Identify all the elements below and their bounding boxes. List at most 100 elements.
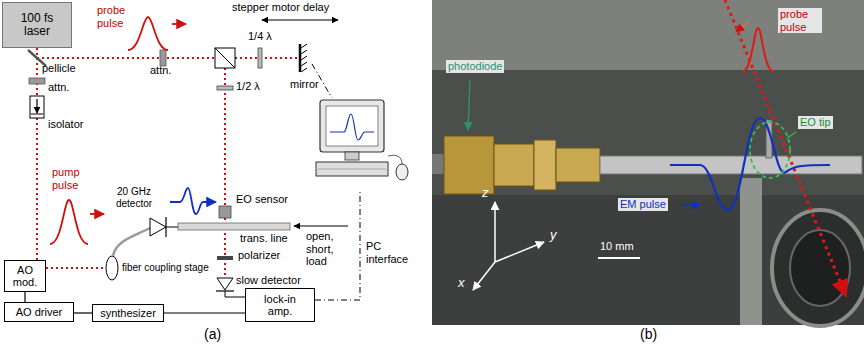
part-label: probe pulse: [97, 4, 137, 29]
part-label: attn.: [150, 64, 171, 77]
fast-detector-symbol: [150, 218, 166, 236]
stepper-arrow: [262, 19, 338, 20]
probe-beam-arrow: [725, 0, 846, 296]
computer-icon: [330, 114, 374, 140]
stepper-arrow: [262, 20, 338, 21]
load-arrow: [294, 225, 348, 226]
fiber-coupling: [106, 256, 118, 280]
part-label: 1/4 λ: [248, 30, 272, 43]
part-label: isolator: [48, 118, 83, 131]
pulse-symbol: [208, 201, 216, 203]
delay-mirror: [301, 68, 307, 72]
signal-wire: [164, 312, 245, 313]
fast-detector-symbol: [166, 227, 178, 228]
computer-icon: [326, 106, 378, 146]
panel-label: (a): [204, 326, 221, 342]
delay-mirror: [299, 44, 302, 72]
polarizer-symbol: [217, 256, 233, 260]
delay-mirror: [301, 44, 307, 48]
em-pulse-wave: [670, 118, 830, 210]
box-text: 100 fs laser: [13, 12, 61, 38]
pulse-symbol: [50, 200, 88, 244]
panel-label: (b): [640, 326, 657, 342]
computer-icon: [388, 155, 402, 164]
photodiode-leader: [468, 80, 470, 130]
photo-background: [790, 230, 850, 306]
computer-icon: [318, 169, 386, 170]
photo-hardware: [556, 148, 600, 182]
attenuator-symbol: [29, 78, 45, 84]
part-label: polarizer: [238, 249, 280, 262]
part-label: 20 GHz detector: [104, 186, 164, 209]
lockin-box: lock-in amp.: [245, 288, 315, 322]
transmission-line: [178, 223, 290, 230]
part-label: photodiode: [446, 60, 504, 73]
isolator-symbol: [30, 96, 44, 118]
delay-mirror: [300, 44, 307, 72]
part-label: slow detector: [236, 274, 301, 287]
eo-sensor-symbol: [219, 206, 231, 218]
probe-beam-arrow: [736, 22, 748, 32]
scale-bar: [598, 257, 640, 259]
beam-splitter-cube: [215, 48, 235, 68]
pulse-symbol: [170, 188, 208, 214]
attenuator-symbol: [160, 50, 166, 66]
computer-icon: [316, 162, 388, 176]
modulator-box: AO mod.: [4, 260, 46, 292]
probe-beam-arrow: [742, 28, 774, 72]
eo-tip-marker: [787, 132, 796, 138]
scale-bar: [598, 258, 640, 259]
laser-beam: [224, 68, 226, 278]
laser-beam: [235, 57, 298, 59]
axes-symbol: [495, 242, 544, 262]
part-label: trans. line: [240, 232, 288, 245]
axes-symbol: [473, 202, 544, 290]
part-label: EO tip: [798, 116, 833, 129]
beam-splitter-cube: [215, 48, 235, 68]
delay-mirror: [301, 62, 307, 66]
fast-detector-symbol: [150, 217, 178, 237]
part-label: attn.: [48, 81, 69, 94]
fiber-coupling: [113, 228, 150, 256]
part-label: PC interface: [366, 240, 416, 265]
part-label: pellicle: [42, 62, 76, 75]
delay-mirror: [301, 56, 307, 60]
isolator-symbol: [31, 114, 43, 115]
part-label: 10 mm: [600, 240, 634, 253]
computer-icon: [345, 152, 359, 160]
laser-beam: [37, 48, 298, 278]
pulse-symbol: [128, 17, 168, 50]
slow-detector-symbol: [225, 291, 245, 297]
pulse-symbol: [50, 17, 216, 244]
photo-hardware: [494, 144, 534, 186]
photodiode-leader: [468, 80, 470, 130]
photo-hardware: [534, 140, 556, 190]
pulse-symbol: [90, 213, 104, 215]
photo-background: [432, 0, 864, 325]
box-text: AO driver: [16, 306, 62, 318]
em-pulse-wave: [670, 118, 830, 210]
signal-wire: [74, 312, 92, 313]
slow-detector-symbol: [217, 278, 233, 290]
waveplate-symbol: [217, 86, 233, 90]
attenuator-symbol: [29, 50, 166, 84]
em-pulse-wave: [682, 204, 700, 206]
photo-background: [432, 0, 864, 326]
eo-sensor-symbol: [219, 206, 231, 218]
part-label: EM pulse: [618, 198, 668, 211]
delay-mirror: [301, 50, 307, 54]
beam-splitter-cube: [215, 48, 235, 68]
laser-beam: [37, 57, 215, 59]
isolator-symbol: [30, 96, 44, 118]
probe-beam-arrow: [725, 0, 846, 296]
pulse-symbol: [172, 23, 186, 25]
laser-box: 100 fs laser: [2, 2, 72, 48]
box-text: lock-in amp.: [256, 293, 304, 317]
photo-hardware: [432, 120, 862, 194]
load-arrow: [294, 226, 348, 227]
part-label: z: [482, 186, 489, 201]
